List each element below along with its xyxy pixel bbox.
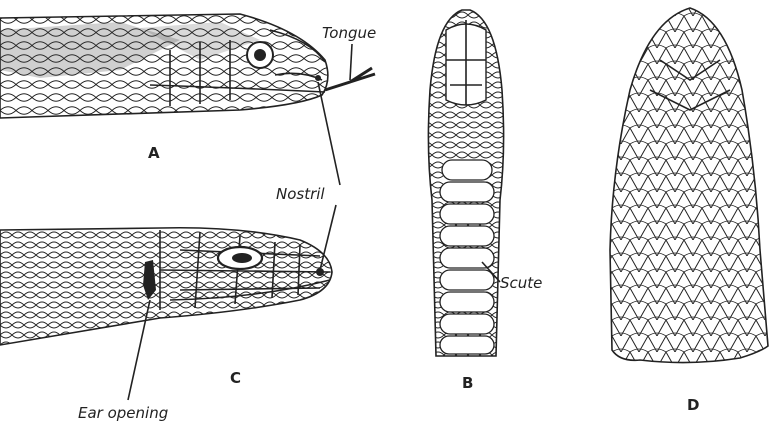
tongue-leader-line [350,44,352,80]
panel-c-label: C [230,369,241,387]
snake-nostril [315,75,321,81]
nostril-leader-line-a [318,82,340,185]
panel-a-snake-head-side [0,14,375,118]
panel-c-lizard-head-side [0,228,332,345]
nostril-label: Nostril [276,185,325,203]
panel-b-snake-head-ventral [428,10,503,356]
scute-label: Scute [500,274,542,292]
ventral-scutes [440,160,494,354]
panel-d-label: D [687,396,699,414]
panel-a-label: A [148,144,160,162]
lizard-nostril [316,268,324,276]
panel-d-lizard-head-ventral [610,8,768,363]
panel-b-label: B [462,374,473,392]
lizard-eye [218,247,262,269]
snake-eye [247,42,273,68]
ear-opening-label: Ear opening [78,404,168,422]
tongue-label: Tongue [322,24,376,42]
